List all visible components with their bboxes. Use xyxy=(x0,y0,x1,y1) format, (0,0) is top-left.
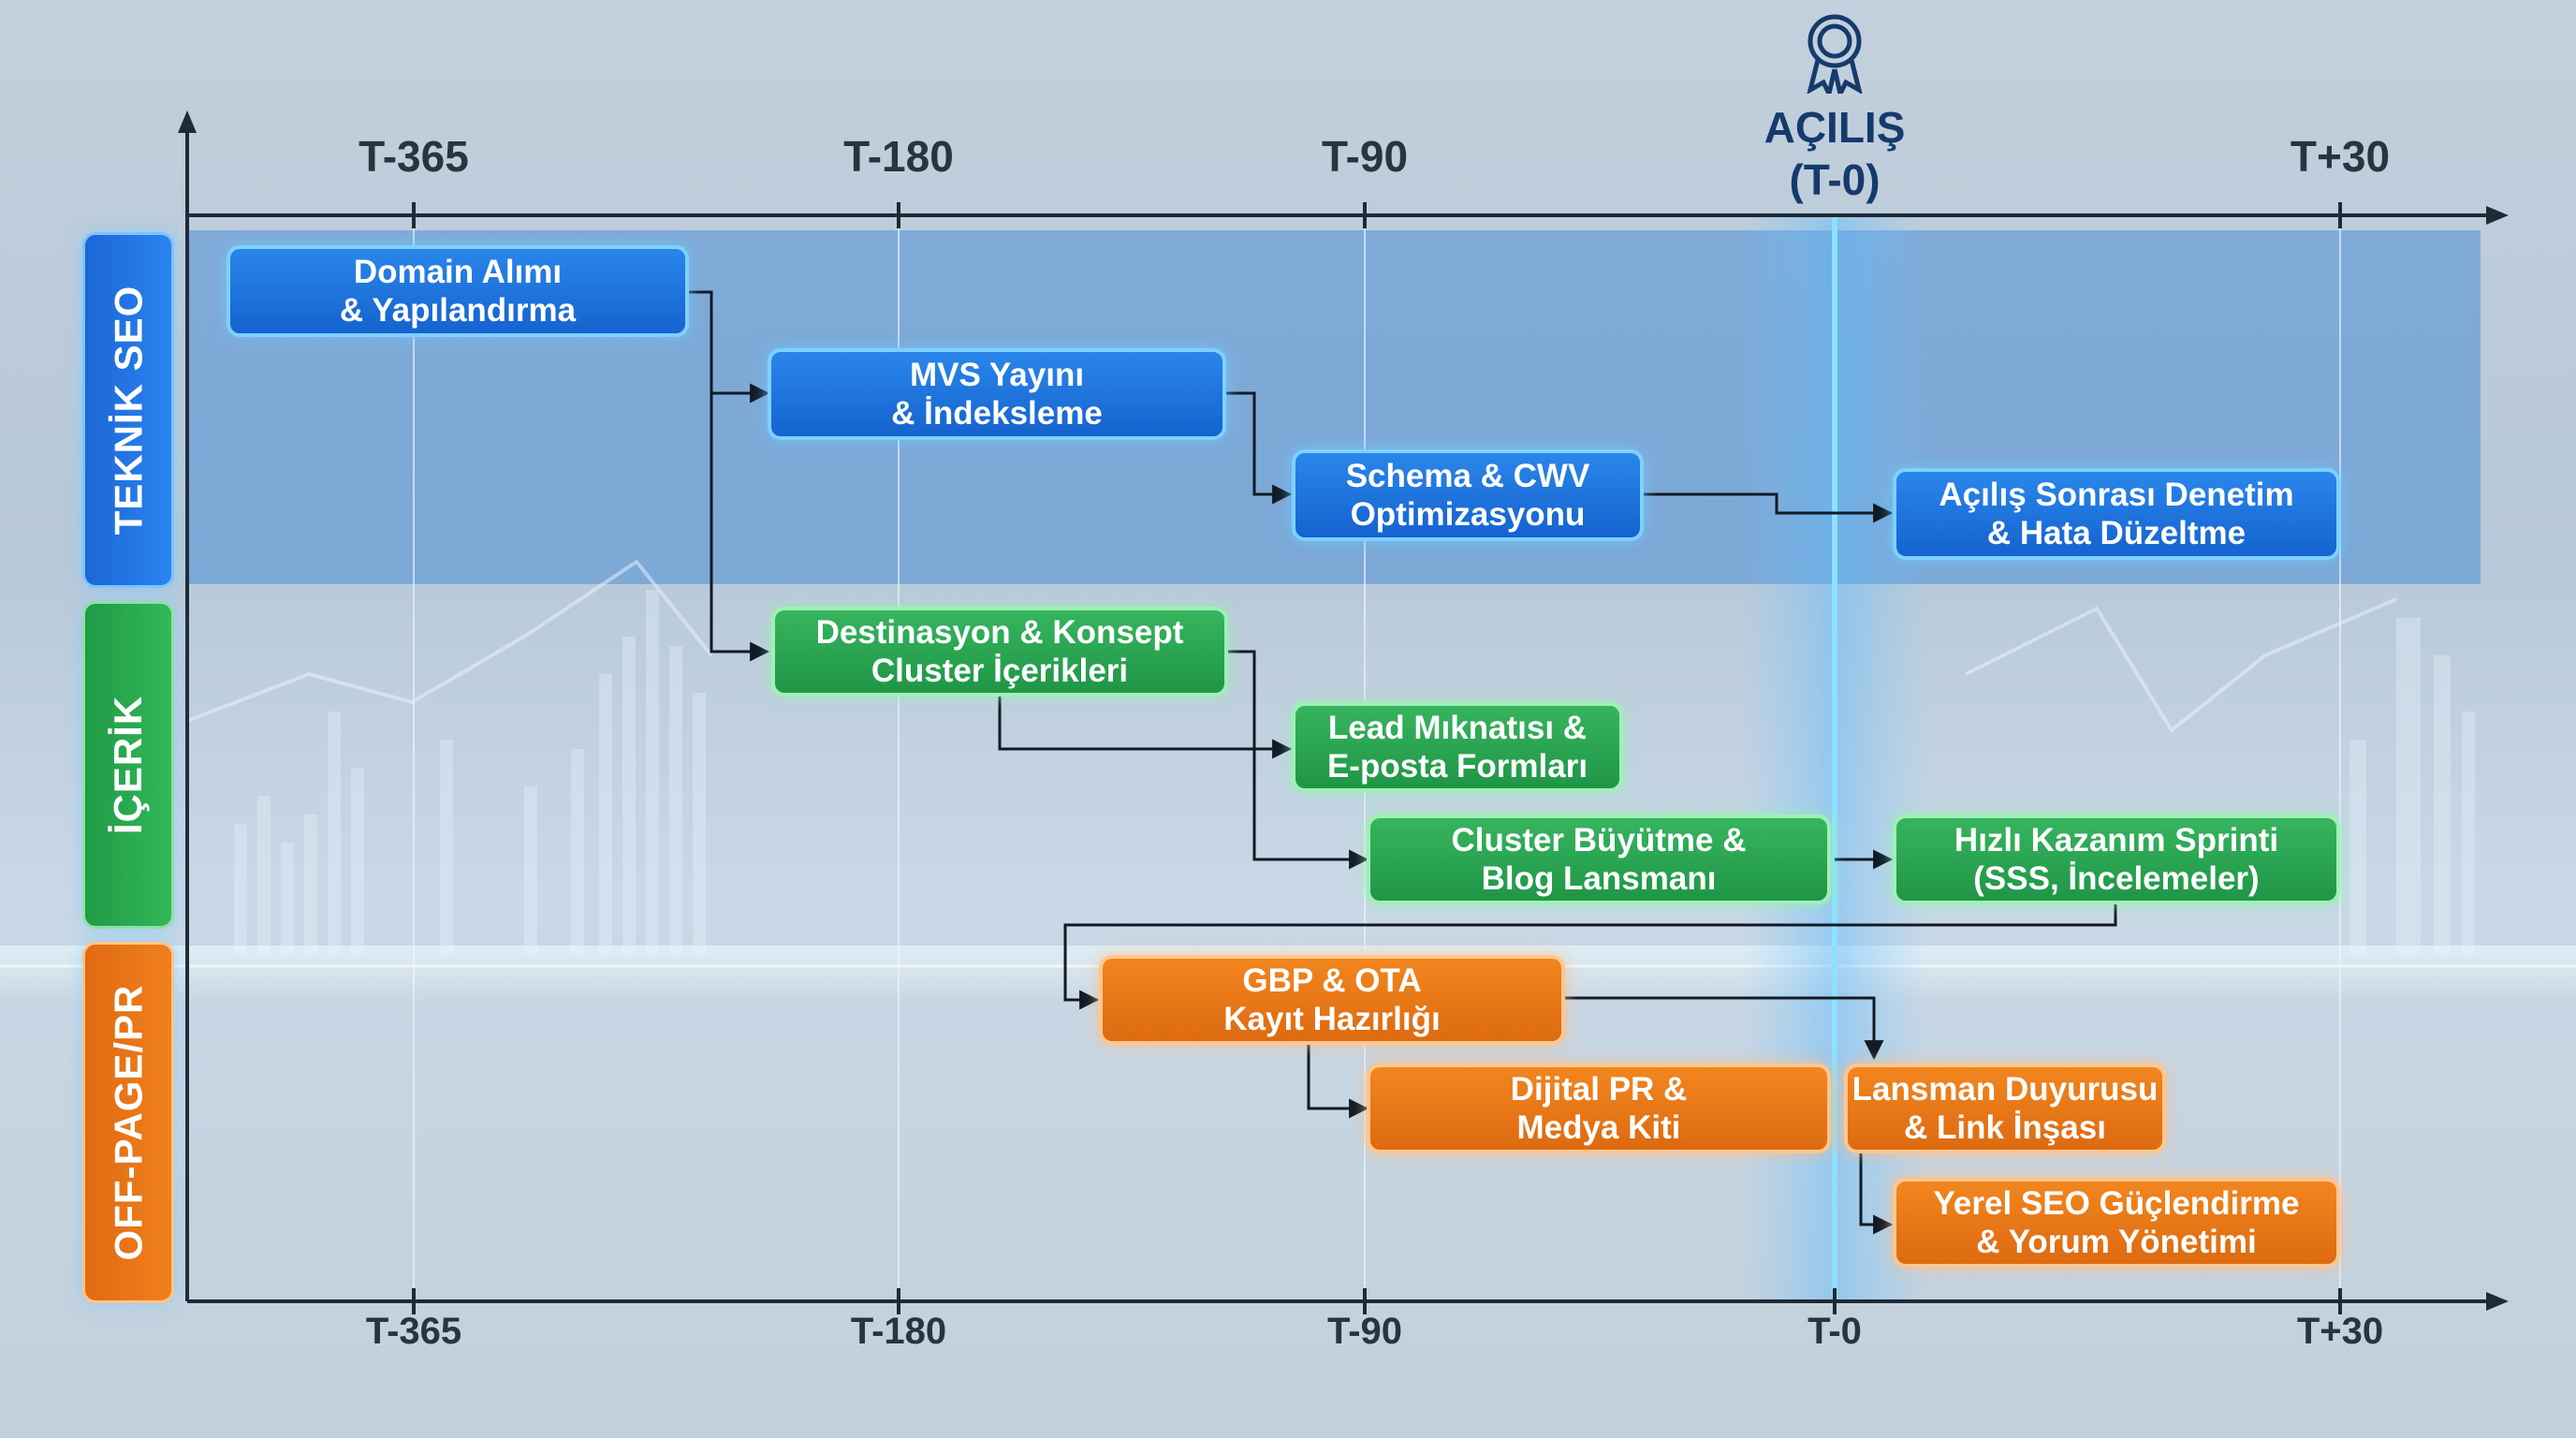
task-destination-cluster-line1: Destinasyon & Konsept xyxy=(815,614,1184,651)
task-gbp-ota-line2: Kayıt Hazırlığı xyxy=(1223,1001,1441,1037)
task-cluster-blog-line1: Cluster Büyütme & xyxy=(1451,822,1747,858)
link-sprint-gbp xyxy=(1063,902,2117,1010)
task-lead-magnet-line2: E-posta Formları xyxy=(1326,748,1588,785)
link-destination-lead xyxy=(998,695,1293,759)
task-cluster-blog-line2: Blog Lansmanı xyxy=(1481,860,1717,897)
lane-offpage-pr: OFF-PAGE/PR xyxy=(82,942,174,1303)
task-quick-win-sprint-line1: Hızlı Kazanım Sprinti xyxy=(1954,822,2279,858)
axes xyxy=(178,110,2509,1314)
task-schema-cwv-line1: Schema & CWV xyxy=(1345,458,1590,494)
task-local-seo-line1: Yerel SEO Güçlendirme xyxy=(1933,1185,2300,1222)
task-digital-pr-line2: Medya Kiti xyxy=(1516,1109,1681,1146)
task-lead-magnet-line1: Lead Mıknatısı & xyxy=(1327,710,1588,746)
award-ribbon-icon xyxy=(1807,14,1863,94)
bottom-tick-t90: T-90 xyxy=(1326,1311,1403,1352)
task-destination-cluster-line2: Cluster İçerikleri xyxy=(871,653,1129,689)
launch-label: AÇILIŞ (T-0) xyxy=(1764,101,1906,206)
task-domain-setup-line2: & Yapılandırma xyxy=(339,292,577,329)
task-local-seo: Yerel SEO Güçlendirme& Yorum Yönetimi xyxy=(1893,1178,2340,1268)
task-post-launch-audit-line1: Açılış Sonrası Denetim xyxy=(1939,477,2294,513)
task-post-launch-audit-line2: & Hata Düzeltme xyxy=(1986,515,2247,551)
task-digital-pr-line1: Dijital PR & xyxy=(1510,1071,1688,1108)
task-mvs-indexing-line1: MVS Yayını xyxy=(909,357,1085,393)
bottom-tick-t0: T-0 xyxy=(1808,1311,1862,1352)
task-post-launch-audit: Açılış Sonrası Denetim& Hata Düzeltme xyxy=(1893,468,2340,560)
top-tick-t30: T+30 xyxy=(2290,132,2391,181)
task-gbp-ota-line1: GBP & OTA xyxy=(1242,962,1422,999)
bottom-tick-t365: T-365 xyxy=(365,1311,462,1352)
task-launch-announcement-line2: & Link İnşası xyxy=(1904,1109,2106,1146)
link-schema-audit xyxy=(1644,492,1894,523)
skyline-bars xyxy=(234,590,2475,955)
task-mvs-indexing: MVS Yayını& İndeksleme xyxy=(768,348,1226,440)
bottom-tick-t180: T-180 xyxy=(850,1311,947,1352)
task-schema-cwv-line2: Optimizasyonu xyxy=(1350,496,1586,533)
task-domain-setup: Domain Alımı& Yapılandırma xyxy=(227,245,689,337)
launch-label-line2: (T-0) xyxy=(1789,155,1881,204)
task-launch-announcement: Lansman Duyurusu& Link İnşası xyxy=(1844,1064,2166,1153)
top-tick-t365: T-365 xyxy=(359,132,469,181)
link-domain-destination xyxy=(710,393,770,662)
task-cluster-blog: Cluster Büyütme &Blog Lansmanı xyxy=(1367,814,1831,904)
link-destination-cluster xyxy=(1228,650,1369,870)
task-digital-pr: Dijital PR &Medya Kiti xyxy=(1367,1064,1831,1153)
lane-technical-seo: TEKNİK SEO xyxy=(82,232,174,588)
link-mvs-schema xyxy=(1226,391,1293,505)
bottom-tick-t30: T+30 xyxy=(2296,1311,2384,1352)
task-launch-announcement-line1: Lansman Duyurusu xyxy=(1852,1071,2159,1108)
link-gbp-announce xyxy=(1565,996,1884,1061)
link-domain-mvs xyxy=(689,290,770,404)
task-quick-win-sprint: Hızlı Kazanım Sprinti(SSS, İncelemeler) xyxy=(1893,814,2340,904)
lane-content: İÇERİK xyxy=(82,601,174,929)
task-local-seo-line2: & Yorum Yönetimi xyxy=(1976,1224,2257,1260)
task-lead-magnet: Lead Mıknatısı &E-posta Formları xyxy=(1292,702,1623,792)
launch-label-line1: AÇILIŞ xyxy=(1764,103,1906,152)
task-mvs-indexing-line2: & İndeksleme xyxy=(891,395,1103,432)
link-announce-local xyxy=(1859,1153,1894,1235)
top-tick-t90: T-90 xyxy=(1321,132,1409,181)
task-quick-win-sprint-line2: (SSS, İncelemeler) xyxy=(1973,860,2260,897)
top-tick-t180: T-180 xyxy=(843,132,954,181)
task-domain-setup-line1: Domain Alımı xyxy=(353,254,563,290)
link-gbp-pr xyxy=(1307,1043,1369,1119)
